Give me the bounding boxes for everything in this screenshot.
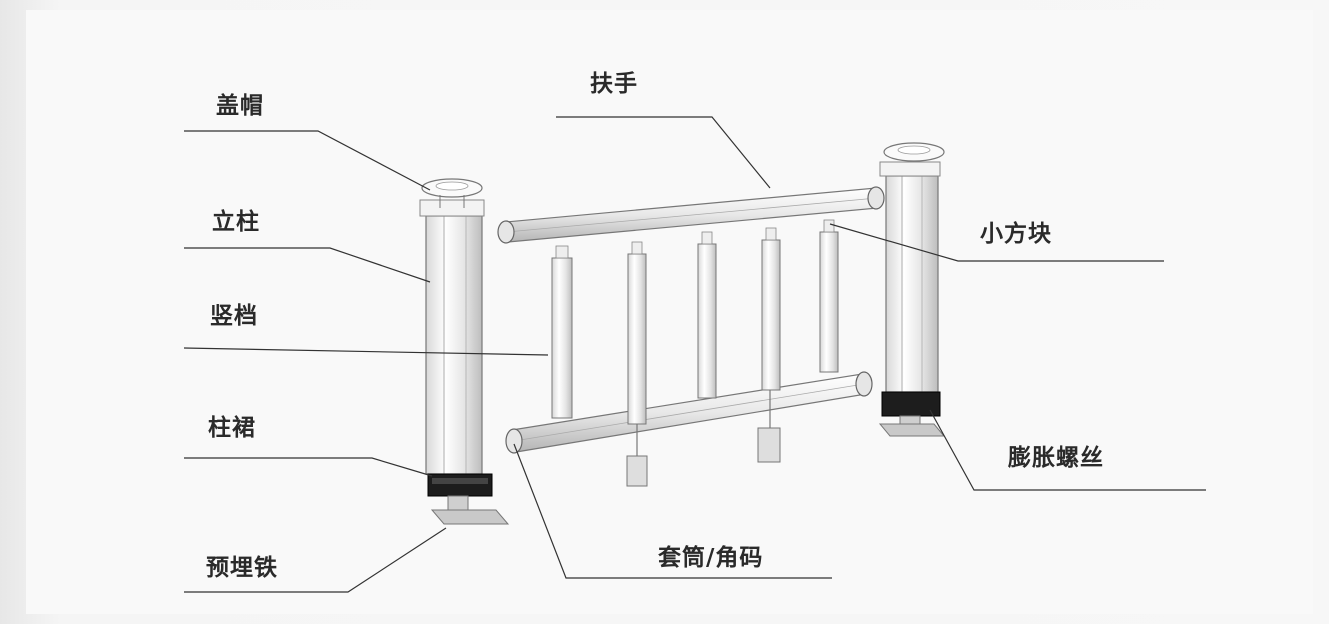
leader-sleeve-corner — [513, 443, 832, 579]
baluster-3 — [697, 231, 717, 399]
baluster-5 — [819, 219, 839, 373]
label-post-skirt: 柱裙 — [208, 415, 256, 441]
label-handrail: 扶手 — [590, 71, 638, 97]
left-post-skirt — [427, 473, 493, 497]
leader-small-block — [829, 223, 1164, 262]
label-baluster: 竖档 — [210, 303, 258, 329]
leader-embedded-plate — [184, 527, 447, 593]
diagram-panel — [26, 10, 1313, 614]
leader-post — [184, 247, 431, 283]
label-sleeve-corner: 套筒/角码 — [658, 545, 764, 571]
leader-baluster — [183, 347, 549, 356]
leader-lines — [183, 116, 1206, 593]
left-post-cap — [421, 178, 483, 208]
right-post-skirt — [881, 391, 941, 417]
right-expansion-bolt-plate — [878, 415, 946, 437]
leader-handrail — [556, 116, 771, 189]
label-post: 立柱 — [212, 209, 260, 235]
label-cap: 盖帽 — [216, 93, 264, 119]
leader-cap — [184, 130, 431, 191]
baluster-1 — [551, 245, 573, 419]
leader-expansion-bolt — [929, 409, 1206, 491]
label-small-block: 小方块 — [980, 221, 1052, 247]
right-post — [879, 161, 941, 393]
leader-post-skirt — [184, 457, 433, 477]
baluster-2 — [626, 241, 648, 487]
left-post — [419, 199, 485, 475]
left-embedded-plate — [430, 495, 510, 525]
right-post-cap — [883, 142, 945, 162]
baluster-4 — [757, 227, 781, 463]
top-handrail — [497, 186, 885, 244]
label-expansion-bolt: 膨胀螺丝 — [1008, 445, 1104, 471]
label-embedded-plate: 预埋铁 — [206, 555, 278, 581]
